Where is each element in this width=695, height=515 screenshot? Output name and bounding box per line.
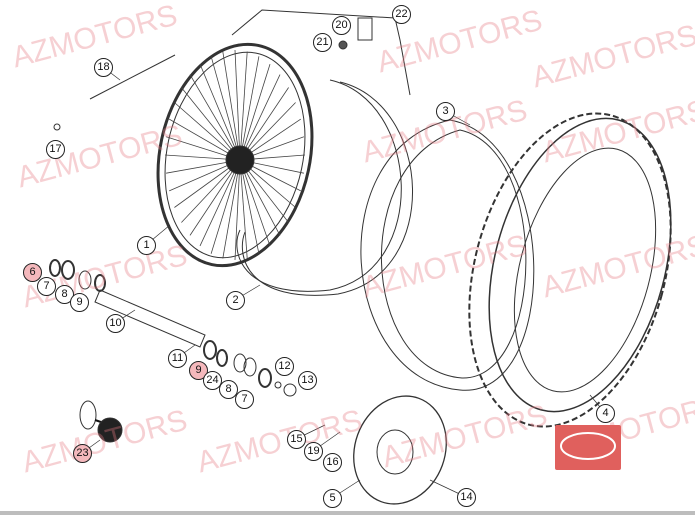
part-label-14[interactable]: 14 [457,488,476,507]
wheel-spoke [239,56,260,161]
part-label-5[interactable]: 5 [323,489,342,508]
wheel-spoke [239,74,281,161]
wheel-spoke [181,87,241,161]
part-label-16[interactable]: 16 [323,453,342,472]
wheel-spoke [234,159,241,261]
wheel-spoke [239,87,289,161]
part-label-11[interactable]: 11 [168,349,187,368]
nipple [53,123,61,131]
brand-logo [555,425,621,470]
part-label-6[interactable]: 6 [23,263,42,282]
wheel-spoke [174,102,241,161]
part-label-12[interactable]: 12 [275,357,294,376]
wheel-spoke [189,159,241,236]
clip [357,17,373,41]
bearings [49,259,297,397]
part-label-15[interactable]: 15 [287,430,306,449]
part-label-23[interactable]: 23 [73,444,92,463]
part-label-2[interactable]: 2 [226,291,245,310]
rim-band [236,79,413,296]
part-label-24[interactable]: 24 [203,371,222,390]
tire [468,112,672,428]
wheel-spoke [239,51,248,161]
part-label-21[interactable]: 21 [313,33,332,52]
inner-tube [360,119,535,391]
part-label-8-right[interactable]: 8 [219,380,238,399]
wheel-spoke [210,159,241,254]
wheel-spoke [239,159,271,247]
part-label-7-right[interactable]: 7 [235,390,254,409]
wheel-rim [156,42,314,268]
part-label-7[interactable]: 7 [37,277,56,296]
bottom-divider [0,511,695,515]
part-label-19[interactable]: 19 [304,442,323,461]
wheel-spoke [210,56,241,161]
spoke [89,54,176,100]
wheel-spoke [199,159,241,247]
part-label-4[interactable]: 4 [596,404,615,423]
wheel-spoke [222,51,241,161]
part-label-1[interactable]: 1 [137,236,156,255]
part-label-18[interactable]: 18 [94,58,113,77]
wheel-spoke [239,63,271,161]
wheel-spoke [189,74,241,161]
part-label-22[interactable]: 22 [392,5,411,24]
brake-disc [353,395,447,505]
wheel-spoke [239,159,248,259]
part-label-17[interactable]: 17 [46,140,65,159]
hub [79,400,123,443]
part-label-3[interactable]: 3 [436,102,455,121]
wheel-spoke [199,63,241,161]
wheel-spoke [239,159,260,254]
part-label-13[interactable]: 13 [298,371,317,390]
wheel-spoke [222,159,241,259]
part-label-9[interactable]: 9 [70,293,89,312]
axle [94,289,206,348]
part-label-20[interactable]: 20 [332,16,351,35]
part-label-10[interactable]: 10 [106,314,125,333]
wheel-spoke [234,49,241,161]
